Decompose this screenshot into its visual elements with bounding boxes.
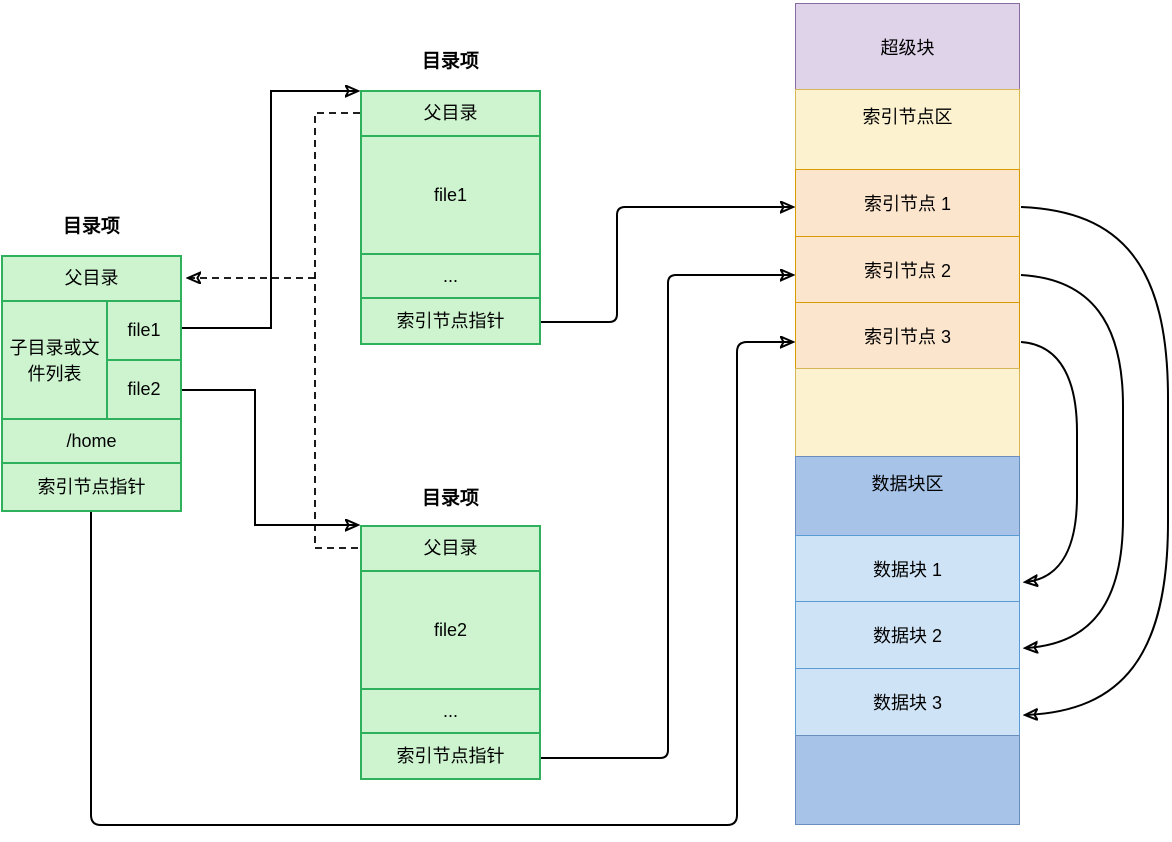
inode-2-block: 索引节点 2 xyxy=(795,235,1020,304)
inode-area-empty xyxy=(795,367,1020,458)
divider xyxy=(3,300,180,302)
file1-directory-entry-box: 父目录 file1 ... 索引节点指针 xyxy=(360,90,541,345)
file1-entry-name: file1 xyxy=(433,184,468,205)
file1-entry-title: 目录项 xyxy=(421,51,479,72)
data-area-empty xyxy=(795,735,1020,825)
arrow-file2-to-entry xyxy=(182,389,357,525)
file2-entry-name: file2 xyxy=(433,619,468,640)
file2-directory-entry-box: 父目录 file2 ... 索引节点指针 xyxy=(360,525,541,780)
file2-entry-more: ... xyxy=(442,700,458,721)
arrow-file1-pointer-to-inode1 xyxy=(541,207,792,323)
left-entry-title: 目录项 xyxy=(62,216,120,237)
curve-inode2-to-datablock2 xyxy=(1020,274,1124,648)
left-entry-path: /home xyxy=(66,430,117,451)
file2-entry-parent-dir: 父目录 xyxy=(423,538,478,559)
divider xyxy=(362,297,539,299)
curve-inode1-to-datablock3 xyxy=(1020,206,1169,715)
data-area-section: 数据块区 xyxy=(795,456,1020,536)
arrow-file1-to-entry xyxy=(182,91,357,329)
data-block-2: 数据块 2 xyxy=(795,601,1020,669)
file1-entry-inode-pointer: 索引节点指针 xyxy=(396,310,505,331)
disk-layout-column: 超级块 索引节点区 索引节点 1 索引节点 2 索引节点 3 数据块区 数据块 … xyxy=(795,3,1020,825)
left-entry-file1: file1 xyxy=(127,320,161,341)
arrow-file2-pointer-to-inode2 xyxy=(541,275,792,759)
superblock-section: 超级块 xyxy=(795,3,1020,90)
dashed-parent-dir-spine xyxy=(314,112,360,549)
file2-entry-inode-pointer: 索引节点指针 xyxy=(396,745,505,766)
left-entry-file2: file2 xyxy=(127,379,161,400)
inode-1-block: 索引节点 1 xyxy=(795,169,1020,237)
data-block-1: 数据块 1 xyxy=(795,534,1020,603)
inode-area-section: 索引节点区 xyxy=(795,88,1020,171)
file1-entry-more: ... xyxy=(442,265,458,286)
left-entry-children-label: 子目录或文件列表 xyxy=(9,338,100,384)
file1-entry-parent-dir: 父目录 xyxy=(423,103,478,124)
inode-3-block: 索引节点 3 xyxy=(795,302,1020,369)
left-directory-entry-box: 父目录 子目录或文件列表 file1 file2 /home 索引节点指针 xyxy=(1,255,182,512)
divider xyxy=(362,135,539,137)
divider xyxy=(362,253,539,255)
curve-inode3-to-datablock1 xyxy=(1020,341,1078,582)
file2-entry-title: 目录项 xyxy=(421,488,479,509)
left-entry-inode-pointer: 索引节点指针 xyxy=(37,476,146,497)
data-block-3: 数据块 3 xyxy=(795,667,1020,737)
left-entry-parent-dir: 父目录 xyxy=(64,268,119,289)
